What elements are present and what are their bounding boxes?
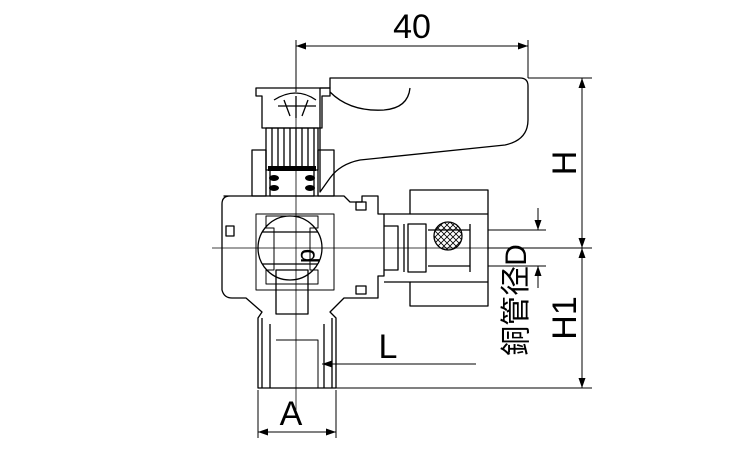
copper-pipe-diameter-label: 銅管径D — [500, 244, 533, 356]
dim-a-label: A — [280, 395, 303, 433]
dim-h-label: H — [546, 151, 584, 176]
handle-lever — [319, 77, 529, 193]
valve-stem — [265, 127, 319, 171]
valve-outline — [221, 77, 529, 389]
o-rings — [268, 166, 316, 191]
dim-l-label: L — [379, 328, 398, 366]
valve-body — [221, 195, 385, 389]
dim-40-label: 40 — [393, 8, 431, 46]
valve-cap — [255, 87, 331, 129]
center-lines — [212, 96, 540, 410]
bore-d-label: d — [295, 249, 325, 263]
knurl-knob — [433, 221, 463, 251]
threaded-port — [261, 318, 333, 388]
dimension-lines — [257, 40, 592, 438]
dim-h1-label: H1 — [546, 296, 584, 339]
